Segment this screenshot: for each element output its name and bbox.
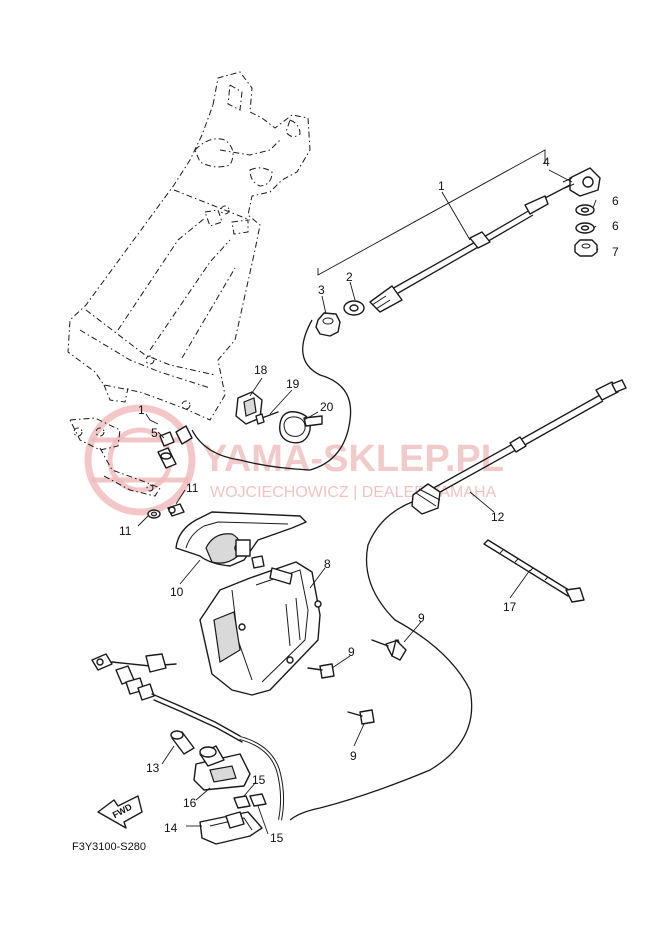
nut-15-a	[233, 795, 251, 809]
housing-8	[199, 561, 322, 696]
callout-7: 7	[612, 245, 619, 259]
callout-2: 2	[346, 270, 353, 284]
shift-cable-lower	[289, 379, 627, 821]
bolt-9-b	[307, 663, 335, 679]
nut-7	[574, 239, 598, 257]
lever-bracket	[175, 511, 307, 569]
callout-13: 13	[146, 761, 160, 775]
callout-18: 18	[254, 363, 268, 377]
callout-1b: 1	[138, 403, 145, 417]
nut-15-b	[249, 793, 267, 807]
bolt-11-a	[167, 503, 185, 517]
callout-20: 19	[286, 377, 300, 391]
linkage-rod	[91, 653, 285, 821]
callout-12: 12	[491, 510, 505, 524]
ball-joint	[562, 167, 601, 197]
bracket-16	[193, 745, 251, 791]
callout-17: 17	[503, 600, 517, 614]
callout-6a: 6	[612, 194, 619, 208]
leader-lines	[137, 149, 599, 835]
callouts: 1 2 3 4 5 6 6 7 8 9 9 9 10 11 11 12 13 1…	[119, 155, 619, 845]
band-19	[279, 411, 323, 444]
bolt-11-b	[147, 509, 161, 519]
bolt-9-c	[347, 709, 375, 725]
washer-lower	[575, 222, 595, 234]
bolt-9-a	[371, 639, 407, 661]
callout-15a: 15	[252, 773, 266, 787]
callout-9c: 9	[350, 749, 357, 763]
cable-tie	[483, 539, 585, 603]
bracket-outline	[67, 71, 311, 497]
callout-19: 20	[320, 400, 334, 414]
callout-9b: 9	[348, 645, 355, 659]
washer-upper	[575, 204, 595, 216]
shift-cable-upper	[191, 183, 573, 471]
sleeve-13	[170, 730, 195, 755]
callout-6b: 6	[612, 219, 619, 233]
callout-9a: 9	[418, 611, 425, 625]
watermark-logo	[84, 404, 196, 516]
callout-4: 4	[543, 155, 550, 169]
nut-3	[315, 312, 341, 337]
callout-1: 1	[438, 179, 445, 193]
callout-15b: 15	[270, 831, 284, 845]
watermark-subtitle: WOJCIECHOWICZ | DEALER YAMAHA	[210, 484, 497, 501]
connector-5	[157, 431, 177, 469]
diagram-code: F3Y3100-S280	[72, 841, 146, 853]
callout-8: 8	[324, 557, 331, 571]
callout-14: 14	[164, 821, 178, 835]
connector-upper	[175, 425, 193, 445]
callout-11a: 11	[186, 481, 199, 495]
screw-20	[255, 411, 279, 425]
fwd-arrow: FWD	[97, 795, 143, 829]
washer-2	[343, 300, 365, 316]
callout-11b: 11	[119, 524, 132, 538]
watermark-title: YAMA-SKLEP.PL	[202, 438, 504, 480]
callout-5: 5	[151, 426, 158, 440]
plate-14	[199, 811, 263, 845]
callout-16: 16	[183, 796, 197, 810]
callout-3: 3	[318, 283, 325, 297]
callout-10: 10	[170, 585, 184, 599]
